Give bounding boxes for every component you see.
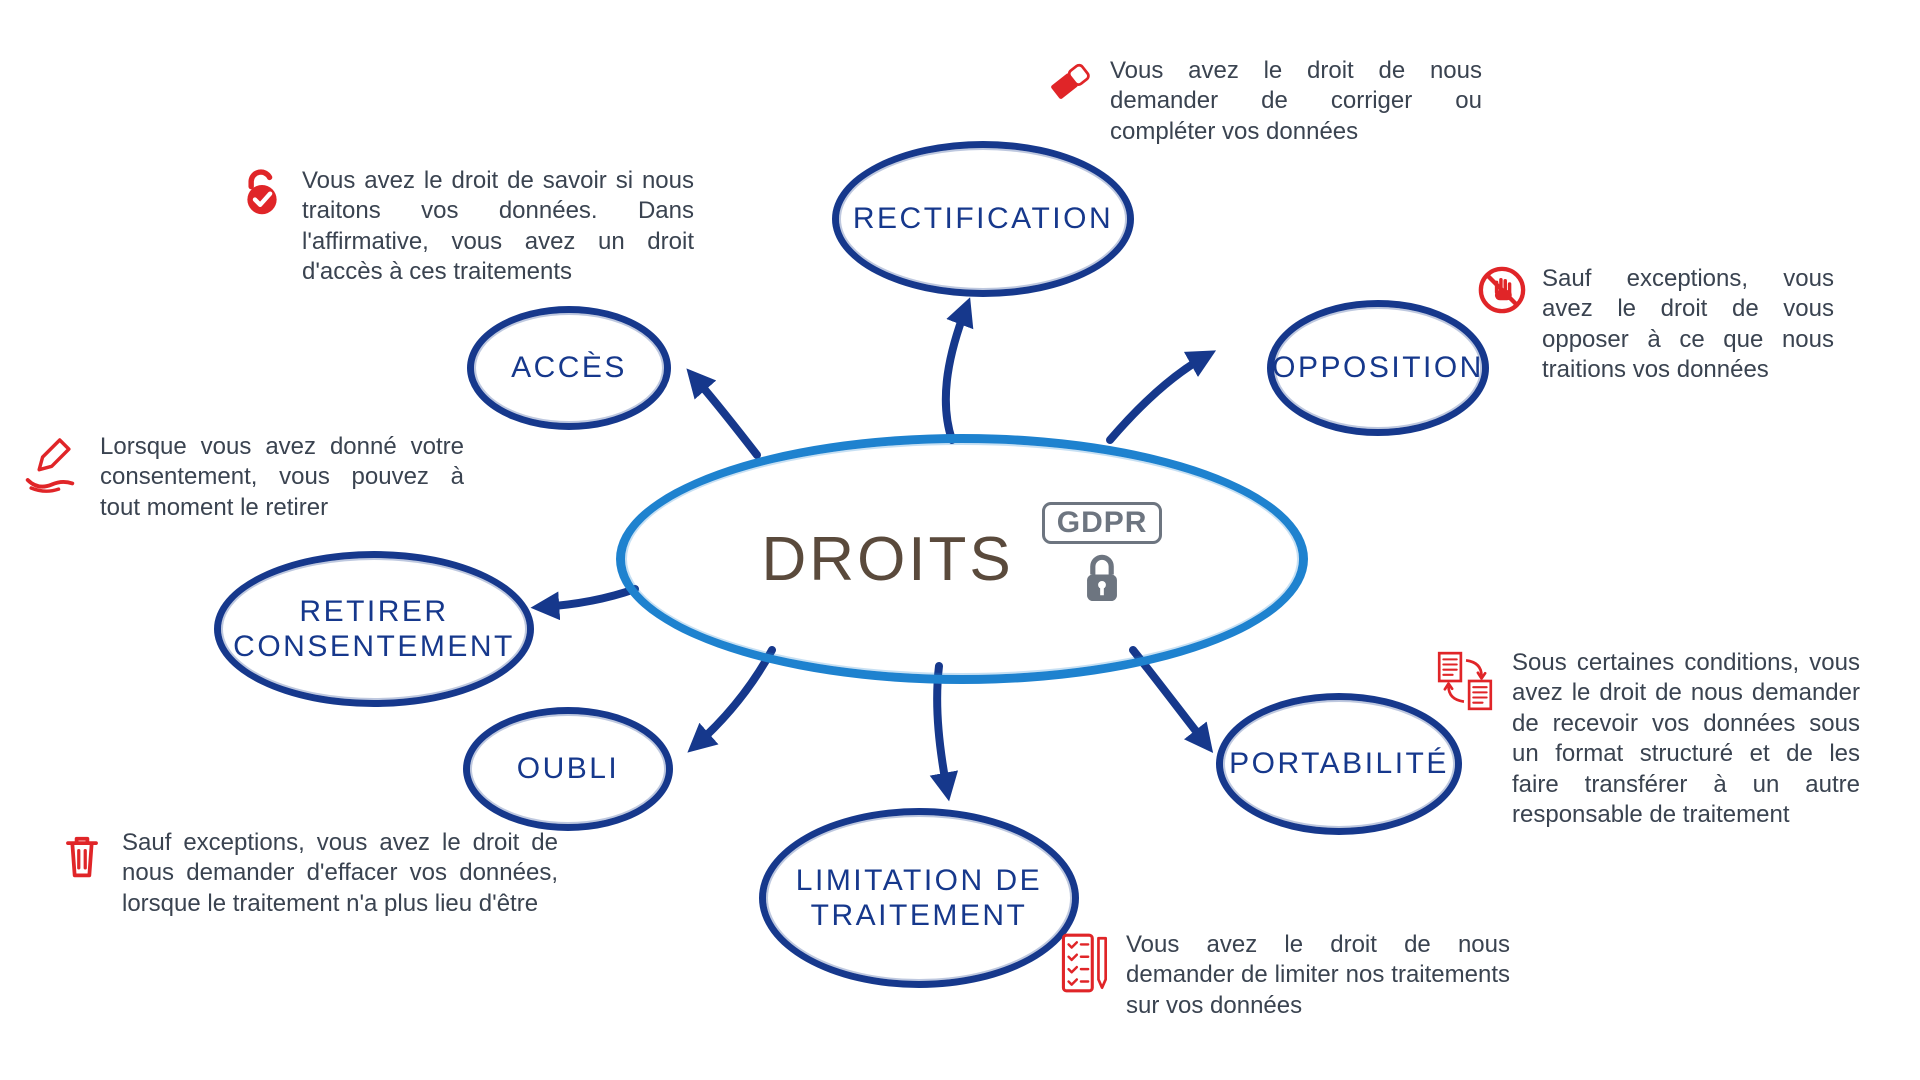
arrow-to-rectification <box>941 297 974 444</box>
gdpr-badge: GDPR <box>1041 501 1163 544</box>
callout-oubli: Sauf exceptions, vous avez le droit de n… <box>56 828 558 919</box>
node-acces: ACCÈS <box>467 306 671 430</box>
node-portabilite-label: PORTABILITÉ <box>1229 747 1449 781</box>
callout-acces-text: Vous avez le droit de savoir si nous tra… <box>302 167 694 286</box>
callout-rectification: Vous avez le droit de nous demander de c… <box>1046 56 1482 147</box>
arrow-to-opposition <box>1106 350 1217 444</box>
transfer-documents-icon <box>1432 648 1498 719</box>
eraser-icon <box>1046 56 1096 111</box>
node-opposition-label: OPPOSITION <box>1272 351 1484 385</box>
node-portabilite: PORTABILITÉ <box>1216 693 1462 835</box>
gdpr-lock-icon <box>1079 550 1125 611</box>
node-oubli-label: OUBLI <box>516 752 620 786</box>
callout-portabilite-text: Sous certaines conditions, vous avez le … <box>1512 649 1860 829</box>
callout-limitation-traitement-text: Vous avez le droit de nous demander de l… <box>1126 931 1510 1019</box>
callout-limitation-traitement: Vous avez le droit de nous demander de l… <box>1054 930 1510 1021</box>
center-title: DROITS <box>761 524 1014 594</box>
signature-hand-icon <box>22 432 86 501</box>
node-rectification: RECTIFICATION <box>832 141 1134 297</box>
node-opposition: OPPOSITION <box>1267 300 1489 436</box>
checklist-pen-icon <box>1054 930 1112 1003</box>
node-limitation-traitement: LIMITATION DE TRAITEMENT <box>759 808 1079 988</box>
callout-acces: Vous avez le droit de savoir si nous tra… <box>236 166 694 288</box>
stop-hand-icon <box>1476 264 1528 321</box>
callout-opposition: Sauf exceptions, vous avez le droit de v… <box>1476 264 1834 386</box>
callout-retirer-consentement-text: Lorsque vous avez donné votre consenteme… <box>100 433 464 521</box>
node-acces-label: ACCÈS <box>511 351 627 385</box>
node-retirer-consentement: RETIRER CONSENTEMENT <box>214 551 534 707</box>
unlock-check-icon <box>236 166 288 223</box>
callout-rectification-text: Vous avez le droit de nous demander de c… <box>1110 57 1482 145</box>
callout-portabilite: Sous certaines conditions, vous avez le … <box>1432 648 1860 831</box>
arrow-to-oubli <box>687 646 776 753</box>
trash-icon <box>56 828 108 889</box>
callout-retirer-consentement: Lorsque vous avez donné votre consenteme… <box>22 432 464 523</box>
node-oubli: OUBLI <box>463 707 673 831</box>
arrow-to-retirer-consentement <box>530 585 639 621</box>
callout-opposition-text: Sauf exceptions, vous avez le droit de v… <box>1542 265 1834 384</box>
center-droits-ellipse: DROITS GDPR <box>616 434 1308 684</box>
arrow-to-limitation <box>929 662 959 802</box>
node-retirer-consentement-label: RETIRER CONSENTEMENT <box>233 594 515 663</box>
callout-oubli-text: Sauf exceptions, vous avez le droit de n… <box>122 829 558 917</box>
node-limitation-traitement-label: LIMITATION DE TRAITEMENT <box>795 863 1043 932</box>
node-rectification-label: RECTIFICATION <box>852 202 1114 236</box>
arrow-to-acces <box>686 368 761 459</box>
gdpr-group: GDPR <box>1041 501 1163 611</box>
